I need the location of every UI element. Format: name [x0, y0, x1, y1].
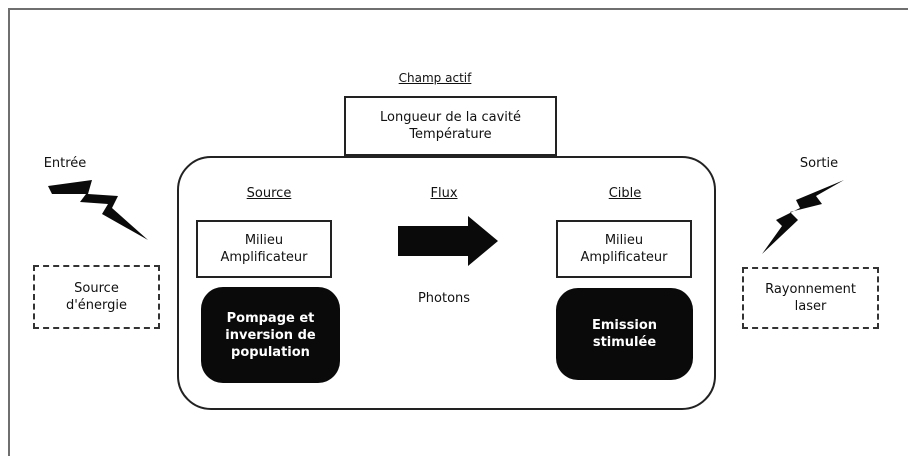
- champ-actif-box: Longueur de la cavité Température: [344, 96, 557, 156]
- pompage-line-3: population: [231, 344, 310, 360]
- rayonnement-box: Rayonnement laser: [742, 267, 879, 329]
- entree-label: Entrée: [43, 156, 87, 171]
- pompage-box: Pompage et inversion de population: [201, 287, 340, 383]
- lightning-bolt-icon: [48, 180, 148, 240]
- cible-title: Cible: [608, 186, 642, 201]
- champ-actif-title: Champ actif: [398, 71, 472, 85]
- flux-title: Flux: [430, 186, 458, 201]
- rayonnement-line-2: laser: [794, 299, 827, 314]
- source-energie-box: Source d'énergie: [33, 265, 160, 329]
- source-title: Source: [246, 186, 292, 201]
- sortie-label: Sortie: [799, 156, 839, 171]
- source-milieu-line-1: Milieu: [244, 233, 284, 248]
- emission-line-1: Emission: [592, 318, 657, 333]
- source-energie-line-1: Source: [74, 281, 119, 296]
- cavity-container: [177, 156, 716, 410]
- photons-caption: Photons: [417, 291, 471, 306]
- champ-line-1: Longueur de la cavité: [379, 110, 522, 125]
- source-energie-line-2: d'énergie: [65, 298, 128, 313]
- lightning-bolt-icon: [762, 180, 844, 254]
- pompage-line-1: Pompage et: [226, 310, 315, 326]
- frame-left-border: [8, 8, 10, 456]
- source-milieu-box: Milieu Amplificateur: [196, 220, 332, 278]
- emission-box: Emission stimulée: [556, 288, 693, 380]
- emission-line-2: stimulée: [592, 335, 657, 350]
- source-milieu-line-2: Amplificateur: [220, 250, 308, 265]
- cible-milieu-box: Milieu Amplificateur: [556, 220, 692, 278]
- frame-top-border: [8, 8, 908, 10]
- cible-milieu-line-2: Amplificateur: [580, 250, 668, 265]
- right-arrow-icon: [398, 216, 498, 266]
- pompage-line-2: inversion de: [225, 327, 316, 343]
- cible-milieu-line-1: Milieu: [604, 233, 644, 248]
- rayonnement-line-1: Rayonnement: [765, 282, 856, 297]
- champ-line-2: Température: [409, 127, 492, 142]
